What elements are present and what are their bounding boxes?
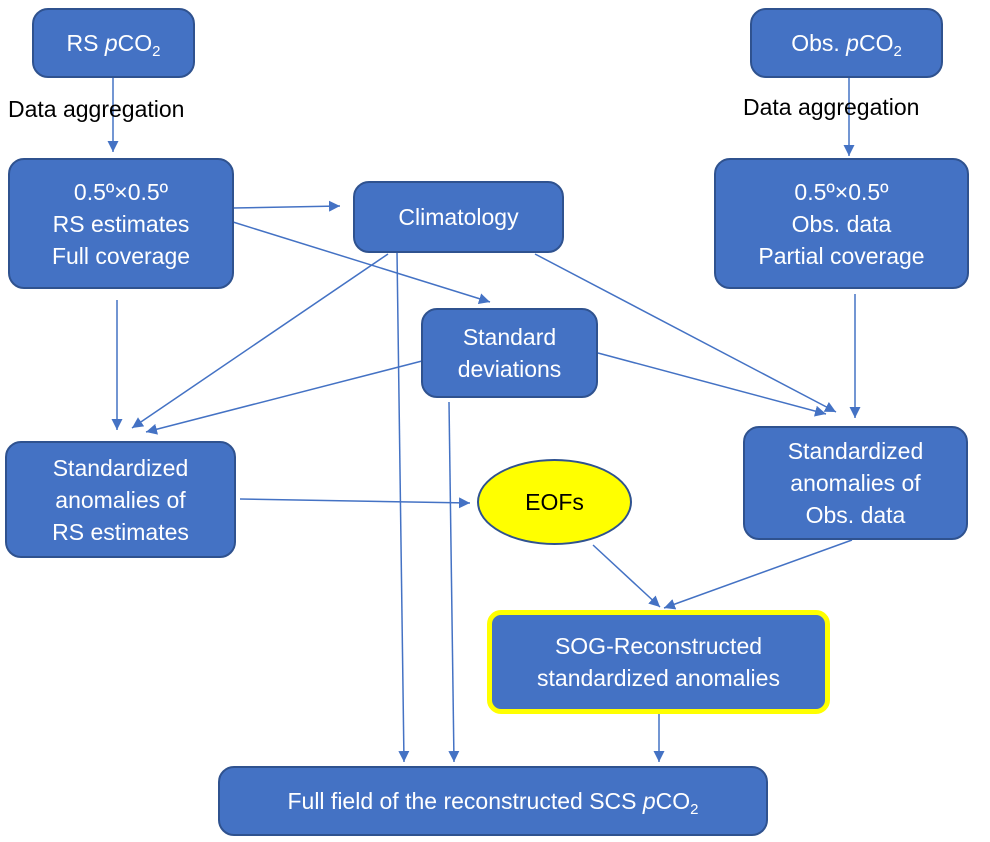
label-data-aggregation-left: Data aggregation bbox=[8, 96, 185, 122]
arrow-climatology-to-std-anom-obs bbox=[534, 253, 837, 413]
arrow-std-anom-obs-to-sog bbox=[663, 539, 853, 610]
node-obs-pco2: Obs. pCO2 bbox=[750, 8, 943, 78]
node-rs-grid: 0.5º×0.5º RS estimates Full coverage bbox=[8, 158, 234, 289]
arrow-climatology-to-full-field bbox=[396, 251, 410, 763]
node-climatology: Climatology bbox=[353, 181, 564, 253]
node-sog-reconstructed: SOG-Reconstructed standardized anomalies bbox=[487, 610, 830, 714]
arrow-std-dev-to-full-field bbox=[448, 401, 460, 763]
arrow-std-dev-to-std-anom-obs bbox=[597, 352, 827, 417]
node-standard-deviations: Standard deviations bbox=[421, 308, 598, 398]
arrow-eofs-to-sog bbox=[592, 544, 661, 608]
arrow-rs-grid-to-climatology bbox=[232, 200, 341, 212]
arrow-rs-grid-to-std-dev bbox=[232, 221, 491, 304]
arrow-std-anom-rs-to-eofs bbox=[239, 497, 471, 509]
node-obs-grid: 0.5º×0.5º Obs. data Partial coverage bbox=[714, 158, 969, 289]
label-data-aggregation-right: Data aggregation bbox=[743, 94, 920, 120]
arrow-std-dev-to-std-anom-rs bbox=[145, 360, 423, 435]
node-std-anomalies-obs: Standardized anomalies of Obs. data bbox=[743, 426, 968, 540]
node-eofs: EOFs bbox=[477, 459, 632, 545]
arrow-climatology-to-std-anom-rs bbox=[131, 253, 389, 429]
node-full-field: Full field of the reconstructed SCS pCO2 bbox=[218, 766, 768, 836]
node-std-anomalies-rs: Standardized anomalies of RS estimates bbox=[5, 441, 236, 558]
node-rs-pco2: RS pCO2 bbox=[32, 8, 195, 78]
